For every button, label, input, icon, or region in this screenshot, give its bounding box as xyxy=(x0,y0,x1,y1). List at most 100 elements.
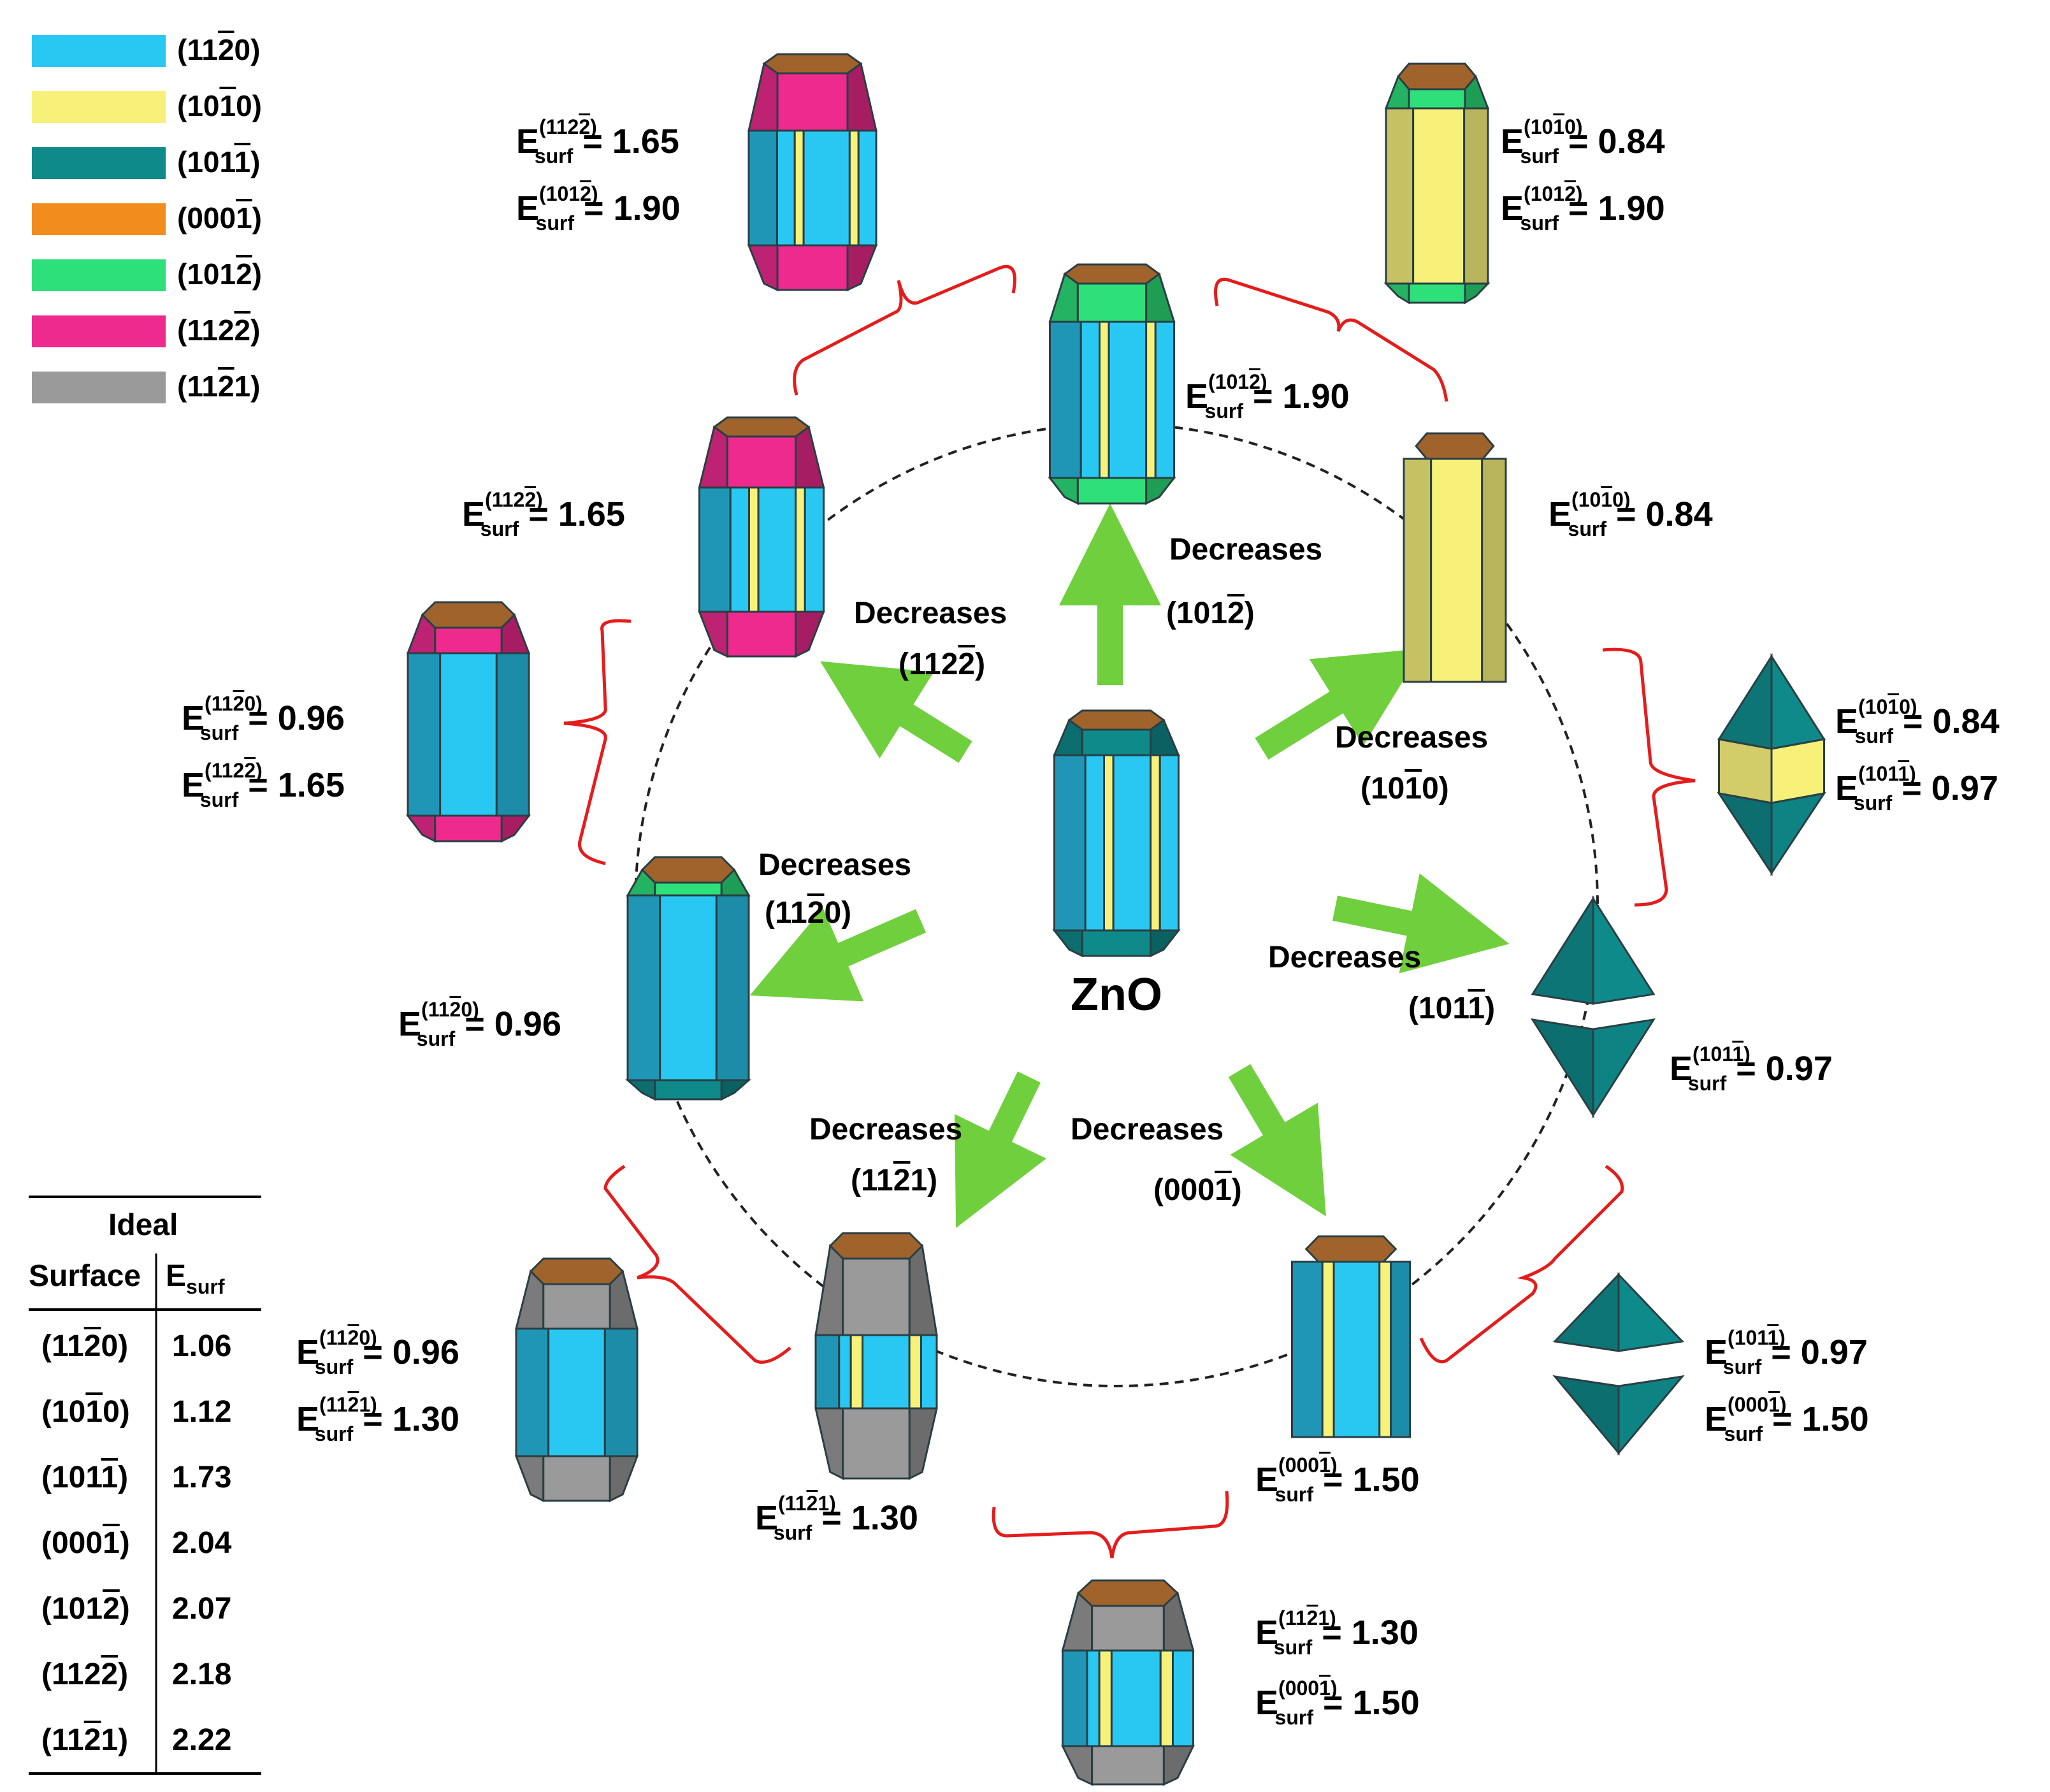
table-value-cell: 1.06 xyxy=(172,1329,232,1363)
crystal-side-face xyxy=(1154,321,1175,479)
crystal-side-face xyxy=(626,894,661,1081)
crystal-cap-face xyxy=(747,244,779,292)
crystal-cap-face xyxy=(846,62,877,132)
crystal-side-face xyxy=(729,486,750,613)
crystal-top-face xyxy=(421,601,516,629)
crystal-side-face xyxy=(1099,321,1110,479)
crystal-cap-face xyxy=(609,1269,639,1330)
crystal-side-face xyxy=(1430,458,1483,683)
crystal-pyramid-face xyxy=(1770,653,1826,750)
crystal-cap-face xyxy=(720,1079,751,1101)
crystal-pyramid-face xyxy=(1531,895,1594,1005)
arrow-right xyxy=(1332,873,1510,974)
crystal-cap-face xyxy=(434,814,503,842)
crystal-pyramid-face xyxy=(1552,1375,1620,1456)
crystal-side-face xyxy=(1171,1649,1194,1747)
crystal-side-face xyxy=(659,894,718,1081)
esurf-label: E(0001)surf = 1.50 xyxy=(1255,1677,1420,1729)
crystal-cap-face xyxy=(1464,282,1491,305)
crystal-side-face xyxy=(1086,1649,1101,1747)
bracket-right xyxy=(1602,647,1696,907)
crystal-side-face xyxy=(849,1334,864,1410)
crystal-cap-face xyxy=(908,1243,938,1336)
arrow-left xyxy=(749,907,926,1002)
crystal-side-face xyxy=(1291,1261,1324,1438)
esurf-label: E(1120)surf = 0.96 xyxy=(398,998,561,1050)
crystal-cap-face xyxy=(1061,1591,1094,1652)
crystal-top-face xyxy=(529,1257,624,1285)
crystal-cap-face xyxy=(1150,929,1181,958)
crystal-cap-face xyxy=(515,1269,545,1330)
bracket-bottom-right xyxy=(1419,1164,1624,1364)
crystal-side-face xyxy=(802,129,851,247)
table-title: Ideal xyxy=(108,1208,178,1242)
decreases-label: Decreases xyxy=(1268,941,1422,974)
decreases-label: Decreases xyxy=(809,1113,963,1146)
crystal-side-face xyxy=(814,1334,841,1410)
esurf-label: E(1011)surf = 0.97 xyxy=(1705,1326,1868,1378)
arrow-up-right xyxy=(1255,648,1423,760)
decreases-index: (1120) xyxy=(765,896,852,930)
crystal-cap-face xyxy=(654,881,723,897)
crystal-side-face xyxy=(698,486,732,613)
table-col-surface: Surface xyxy=(29,1259,141,1293)
crystal-pyramid-face xyxy=(1717,791,1773,876)
legend-label: (1011) xyxy=(177,145,261,178)
crystal-pyramid-face xyxy=(1592,1018,1656,1119)
arrow-down-right xyxy=(1228,1064,1326,1217)
decreases-label: Decreases xyxy=(758,848,912,882)
bracket-bottom xyxy=(992,1491,1229,1559)
crystal-side-face xyxy=(848,129,860,247)
legend-label: (0001) xyxy=(177,201,262,235)
crystal-cap-face xyxy=(1145,477,1176,505)
esurf-label: E(1010)surf = 0.84 xyxy=(1548,488,1713,540)
crystal-side-face xyxy=(776,129,796,247)
crystal-cap-face xyxy=(1091,1745,1165,1786)
crystal-side-face xyxy=(1390,1261,1411,1438)
crystal-cap-face xyxy=(1162,1591,1195,1652)
esurf-label: E(1122)surf = 1.65 xyxy=(462,488,625,540)
crystal-top-face xyxy=(1304,1235,1397,1263)
crystal-side-face xyxy=(1481,458,1507,683)
crystal-cap-face xyxy=(842,1407,911,1480)
crystal-cap-face xyxy=(846,244,878,292)
decreases-index: (1010) xyxy=(1361,772,1449,806)
crystal-side-face xyxy=(838,1334,852,1410)
crystal-pyramid-face xyxy=(1770,791,1826,876)
decreases-label: Decreases xyxy=(854,596,1007,630)
esurf-label: E(1012)surf = 1.90 xyxy=(516,182,681,235)
bracket-top-left xyxy=(793,265,1016,396)
esurf-label: E(1011)surf = 0.97 xyxy=(1835,762,1998,814)
crystal-side-face xyxy=(1718,738,1773,804)
crystal-cap-face xyxy=(1076,477,1148,505)
crystal-side-face xyxy=(1103,754,1115,932)
esurf-label: E(0001)surf = 1.50 xyxy=(1255,1454,1420,1506)
crystal-cap-face xyxy=(726,611,797,658)
crystal-cap-face xyxy=(1081,929,1152,957)
esurf-label: E(1012)surf = 1.90 xyxy=(1501,182,1665,235)
legend-swatch xyxy=(32,35,166,67)
decreases-index: (0001) xyxy=(1153,1173,1242,1207)
crystal-side-face xyxy=(1053,754,1086,932)
legend-label: (1121) xyxy=(177,370,261,403)
decreases-index: (1011) xyxy=(1408,992,1496,1025)
esurf-label: E(0001)surf = 1.50 xyxy=(1705,1393,1869,1445)
crystal-side-face xyxy=(747,129,778,247)
crystal-cap-face xyxy=(1081,728,1152,756)
crystal-side-face xyxy=(1108,321,1148,479)
table-surface-cell: (1120) xyxy=(41,1329,129,1363)
legend-label: (1010) xyxy=(177,89,262,122)
crystal-cap-face xyxy=(776,244,849,291)
decreases-label: Decreases xyxy=(1169,533,1323,567)
crystal-cap-face xyxy=(1408,88,1466,110)
crystal-side-face xyxy=(1770,738,1825,804)
table-surface-cell: (1010) xyxy=(41,1395,130,1429)
legend-swatch xyxy=(32,91,166,123)
esurf-label: E(1120)surf = 0.96 xyxy=(296,1326,459,1378)
legend-swatch xyxy=(32,372,166,403)
crystal-side-face xyxy=(603,1327,639,1457)
esurf-label: E(1121)surf = 1.30 xyxy=(1255,1607,1418,1659)
crystal-cap-face xyxy=(1052,929,1083,958)
crystal-side-face xyxy=(407,652,442,817)
crystal-side-face xyxy=(547,1327,606,1457)
